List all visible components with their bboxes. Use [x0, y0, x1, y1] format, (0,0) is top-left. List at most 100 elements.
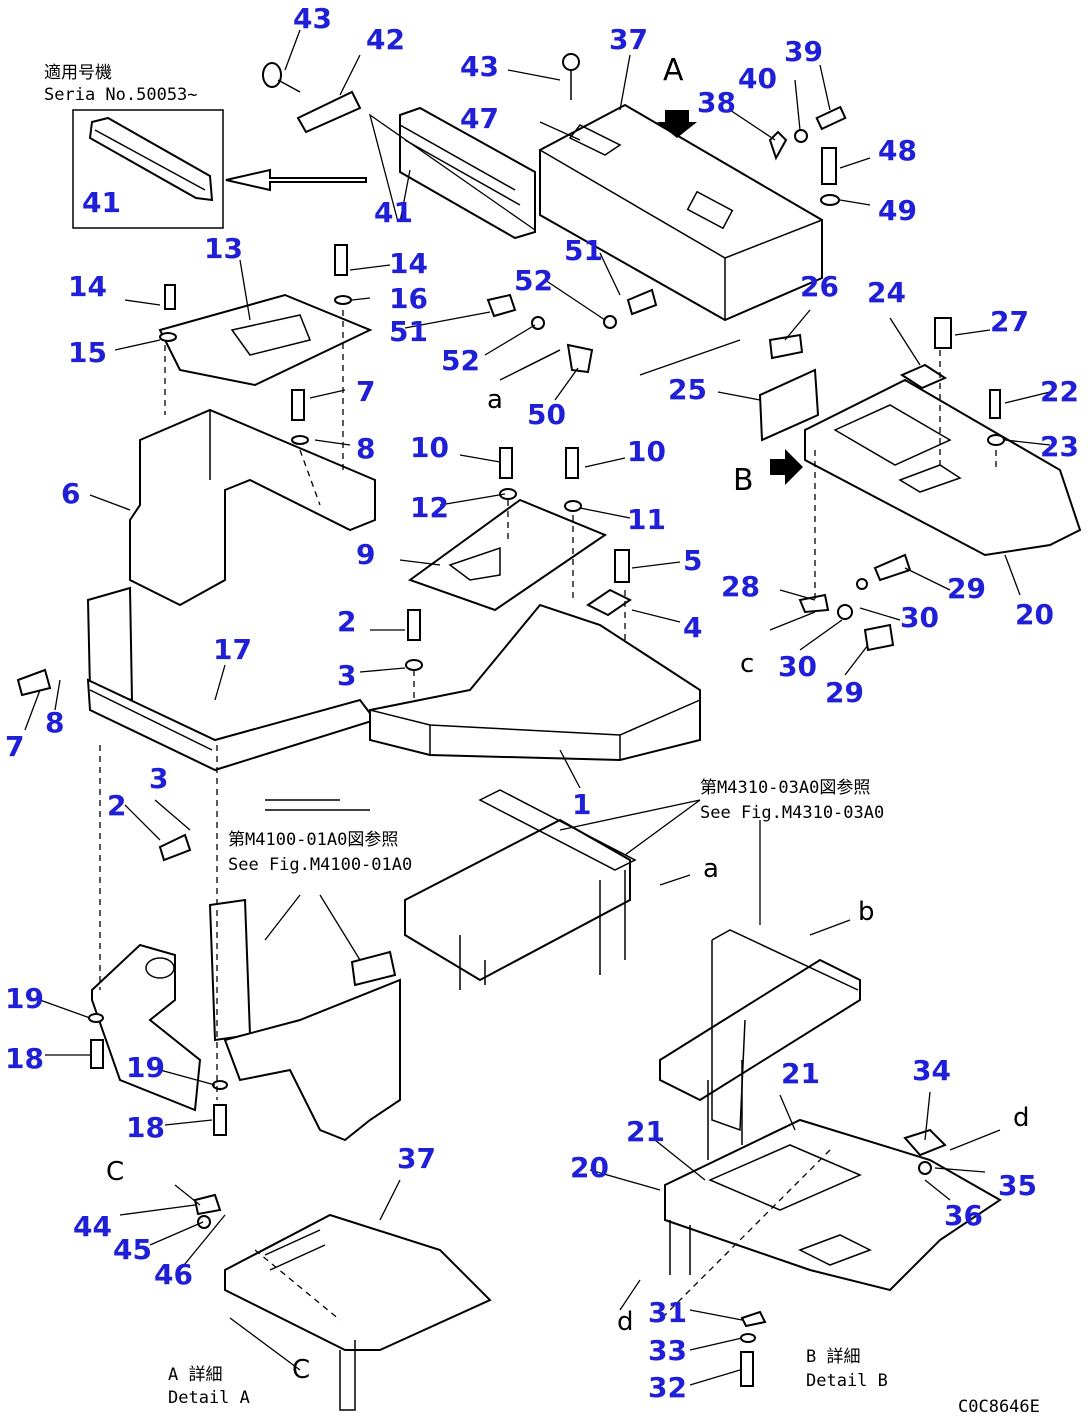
serial-caption-no: Seria No.50053~	[44, 85, 198, 105]
washer-52b-drawing	[603, 315, 617, 329]
callout-13: 13	[204, 232, 243, 265]
serial-inset: 適用号機 Seria No.50053~	[44, 63, 367, 229]
view-letter-C-top: C	[106, 1157, 124, 1187]
callout-36: 36	[944, 1199, 983, 1232]
callout-4: 4	[683, 611, 702, 644]
view-letter-c-right: c	[740, 649, 754, 679]
callout-49: 49	[878, 194, 917, 227]
callout-52: 52	[441, 344, 480, 377]
ref-mid-en: See Fig.M4100-01A0	[228, 855, 412, 875]
serial-caption-jp: 適用号機	[44, 63, 112, 83]
callout-30: 30	[778, 650, 817, 683]
callout-7: 7	[356, 375, 375, 408]
callout-52: 52	[514, 264, 553, 297]
bolt-5-drawing	[614, 549, 630, 583]
plate-31-drawing	[740, 1310, 767, 1328]
plate-9-drawing	[407, 498, 608, 612]
bolt-14b-drawing	[334, 244, 348, 276]
callout-41: 41	[82, 186, 121, 219]
bolt-18-drawing	[90, 1039, 104, 1069]
callout-44: 44	[73, 1210, 112, 1243]
cover-37b-drawing	[224, 1213, 492, 1351]
bolt-29b-drawing	[863, 623, 895, 652]
bolt-43b-drawing	[562, 53, 580, 71]
ref-mid-jp: 第M4100-01A0図参照	[228, 830, 398, 850]
bracket-right-drawing	[223, 978, 401, 1142]
callout-29: 29	[825, 676, 864, 709]
callout-23: 23	[1040, 430, 1079, 463]
view-letter-C-bottom: C	[292, 1355, 310, 1385]
support-frame-b-drawing	[659, 958, 861, 1102]
bolt-2-drawing	[407, 609, 421, 641]
callout-24: 24	[867, 276, 906, 309]
top-cover-assembly	[262, 53, 847, 322]
washer-12-drawing	[499, 488, 517, 500]
bolt-2b-drawing	[158, 833, 192, 862]
washer-19-drawing	[88, 1013, 104, 1023]
view-letter-b-mid: b	[858, 897, 875, 927]
callout-39: 39	[784, 35, 823, 68]
bolt-48-drawing	[821, 147, 837, 185]
washer-52-drawing	[531, 316, 545, 330]
view-letter-B: B	[733, 463, 754, 498]
bolt-26-drawing	[768, 333, 804, 360]
inset-direction-arrow	[225, 168, 367, 192]
washer-49-drawing	[820, 194, 840, 206]
ref-top-jp: 第M4310-03A0図参照	[700, 778, 870, 798]
plate-13-drawing	[158, 293, 373, 387]
callout-19: 19	[126, 1051, 165, 1084]
support-frame-a-drawing	[404, 818, 631, 982]
drawing-code: C0C8646E	[958, 1397, 1040, 1417]
bolt-51-drawing	[486, 293, 517, 318]
frame-6-drawing	[129, 408, 376, 607]
callout-43: 43	[293, 2, 332, 35]
view-letter-A: A	[663, 53, 684, 88]
callout-16: 16	[389, 282, 428, 315]
callout-12: 12	[410, 491, 449, 524]
top-cover-37-drawing	[539, 103, 823, 322]
callout-5: 5	[683, 544, 702, 577]
callout-25: 25	[668, 373, 707, 406]
washer-33-drawing	[740, 1333, 756, 1343]
callout-17: 17	[213, 633, 252, 666]
washer-30b-drawing	[837, 604, 853, 620]
callout-43: 43	[460, 50, 499, 83]
view-letter-d-right: d	[1013, 1103, 1030, 1133]
captions: 第M4310-03A0図参照 See Fig.M4310-03A0 第M4100…	[106, 53, 1040, 1417]
callout-18: 18	[126, 1111, 165, 1144]
bracket-41-inset-drawing	[88, 116, 214, 202]
bolt-10b-drawing	[565, 447, 579, 479]
callout-26: 26	[800, 270, 839, 303]
right-detail-top	[758, 317, 1082, 652]
callout-19: 19	[5, 982, 44, 1015]
ref-top-en: See Fig.M4310-03A0	[700, 803, 884, 823]
callout-2: 2	[337, 605, 356, 638]
support-frames	[404, 789, 861, 1160]
callout-20: 20	[570, 1151, 609, 1184]
view-b-arrow	[770, 449, 803, 485]
plate-25-drawing	[758, 368, 820, 442]
callout-27: 27	[990, 305, 1029, 338]
callout-51: 51	[389, 315, 428, 348]
washer-8-drawing	[291, 435, 309, 445]
bolt-43-drawing	[262, 62, 282, 88]
view-letter-a-top: a	[487, 385, 503, 415]
cover-41-drawing	[399, 106, 536, 240]
washer-16-drawing	[334, 295, 352, 305]
bracket-left-drawing	[91, 943, 202, 1112]
callout-9: 9	[356, 538, 375, 571]
callout-45: 45	[113, 1233, 152, 1266]
washer-40-drawing	[794, 129, 808, 143]
callout-34: 34	[912, 1054, 951, 1087]
bolt-39-drawing	[815, 105, 847, 131]
callout-3: 3	[337, 659, 356, 692]
left-frame-group	[16, 244, 377, 862]
bolt-44-drawing	[193, 1193, 222, 1216]
callout-15: 15	[68, 336, 107, 369]
lower-left-brackets	[88, 898, 401, 1142]
callout-7: 7	[5, 730, 24, 763]
bolt-7b-drawing	[16, 668, 52, 697]
callout-10: 10	[627, 435, 666, 468]
callout-47: 47	[460, 102, 499, 135]
